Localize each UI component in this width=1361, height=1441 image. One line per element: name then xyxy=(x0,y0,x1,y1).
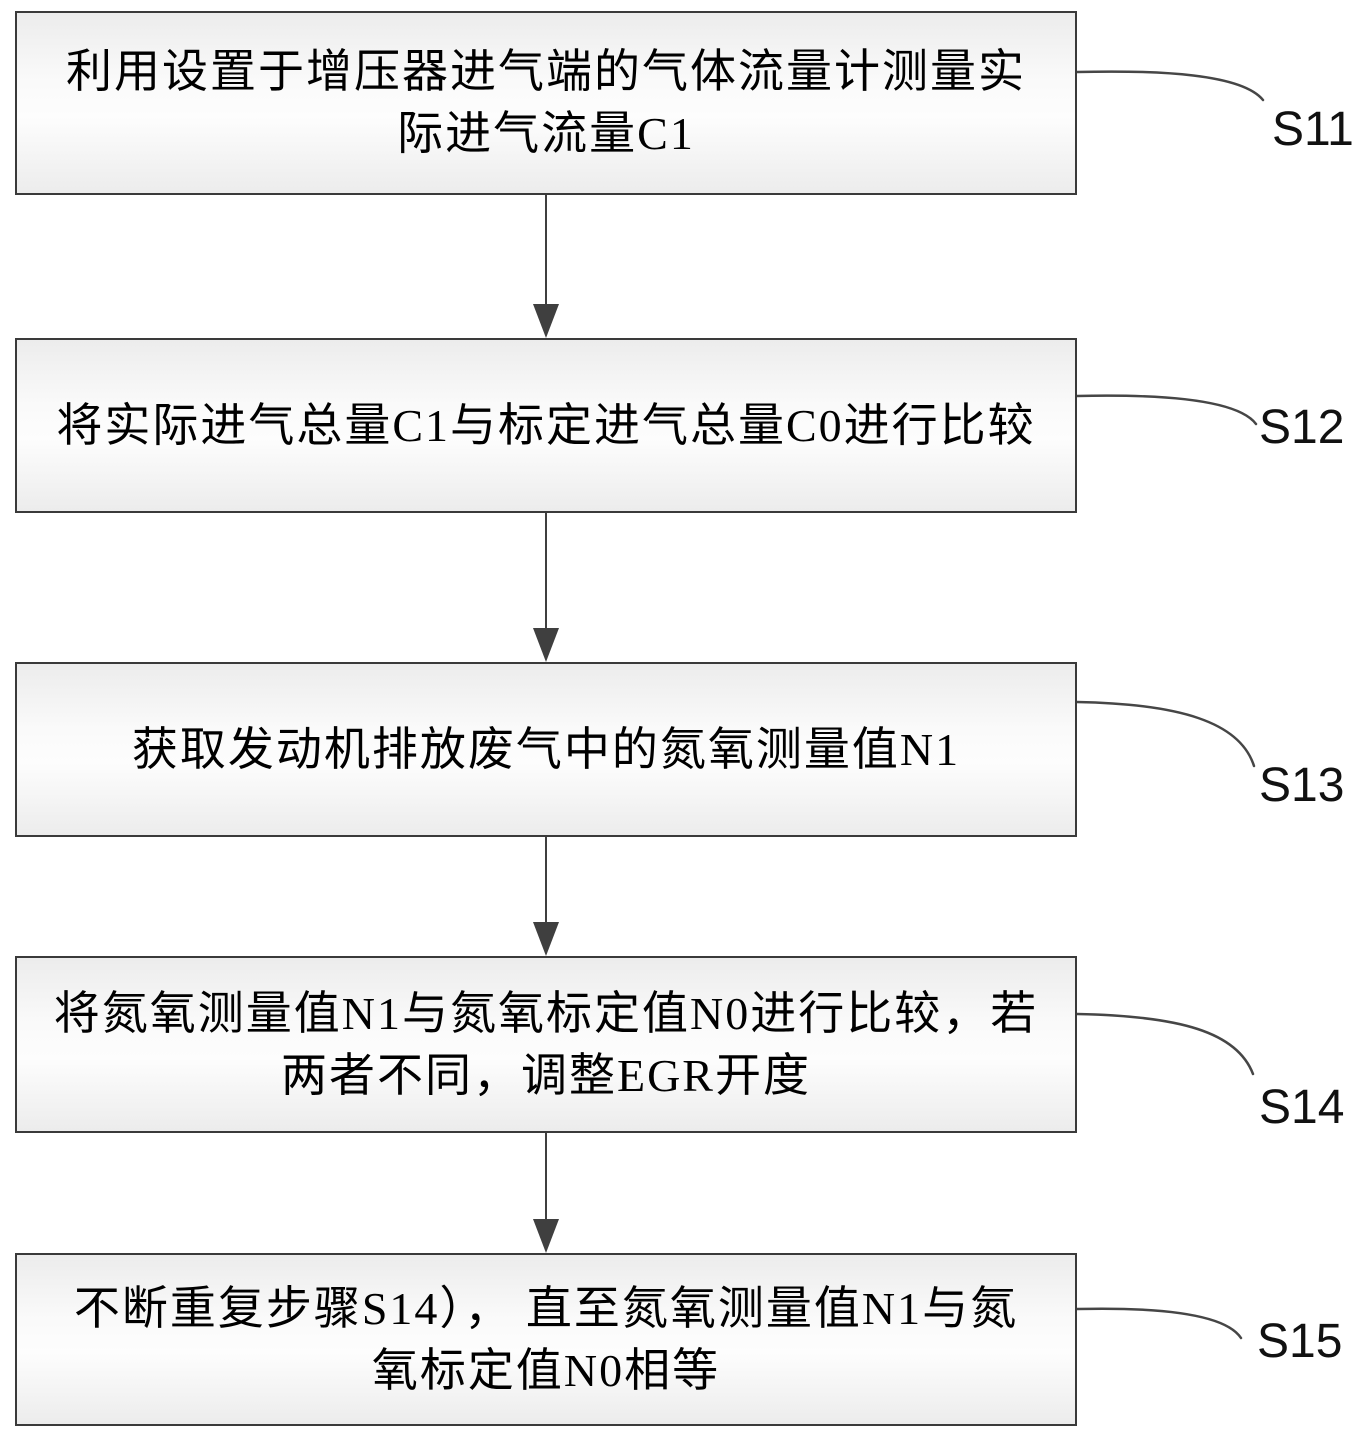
step-text-line: 氧标定值N0相等 xyxy=(371,1344,721,1396)
step-text-s14: 将氮氧测量值N1与氮氧标定值N0进行比较，若 两者不同，调整EGR开度 xyxy=(54,983,1038,1107)
step-label-s15: S15 xyxy=(1257,1315,1343,1368)
step-box-s13: 获取发动机排放废气中的氮氧测量值N1 xyxy=(15,662,1077,837)
connector-curve-s11 xyxy=(1075,70,1265,102)
flow-arrow-4 xyxy=(533,1133,559,1253)
step-box-s14: 将氮氧测量值N1与氮氧标定值N0进行比较，若 两者不同，调整EGR开度 xyxy=(15,956,1077,1133)
step-text-line: 两者不同，调整EGR开度 xyxy=(280,1049,811,1101)
connector-curve-s12 xyxy=(1075,394,1258,426)
step-text-s12: 将实际进气总量C1与标定进气总量C0进行比较 xyxy=(56,395,1035,457)
step-text-s11: 利用设置于增压器进气端的气体流量计测量实 际进气流量C1 xyxy=(66,41,1026,165)
step-text-s15: 不断重复步骤S14）， 直至氮氧测量值N1与氮 氧标定值N0相等 xyxy=(74,1278,1018,1402)
step-box-s12: 将实际进气总量C1与标定进气总量C0进行比较 xyxy=(15,338,1077,513)
step-text-line: 际进气流量C1 xyxy=(397,108,695,159)
connector-curve-s13 xyxy=(1075,700,1256,768)
step-text-line: 将氮氧测量值N1与氮氧标定值N0进行比较，若 xyxy=(53,987,1039,1039)
step-box-s11: 利用设置于增压器进气端的气体流量计测量实 际进气流量C1 xyxy=(15,11,1077,195)
step-text-line: 不断重复步骤S14）， 直至氮氧测量值N1与氮 xyxy=(73,1282,1019,1334)
connector-curve-s15 xyxy=(1075,1307,1243,1340)
step-label-s13: S13 xyxy=(1259,759,1345,812)
step-text-s13: 获取发动机排放废气中的氮氧测量值N1 xyxy=(132,719,960,781)
step-text-line: 利用设置于增压器进气端的气体流量计测量实 xyxy=(66,46,1026,97)
step-label-s11: S11 xyxy=(1272,103,1354,156)
flow-arrow-1 xyxy=(533,195,559,338)
step-text-line: 获取发动机排放废气中的氮氧测量值N1 xyxy=(131,723,961,775)
flow-arrow-3 xyxy=(533,837,559,956)
step-label-s12: S12 xyxy=(1259,401,1345,454)
step-label-s14: S14 xyxy=(1259,1081,1345,1134)
connector-curve-s14 xyxy=(1075,1012,1255,1076)
step-box-s15: 不断重复步骤S14）， 直至氮氧测量值N1与氮 氧标定值N0相等 xyxy=(15,1253,1077,1426)
step-text-line: 将实际进气总量C1与标定进气总量C0进行比较 xyxy=(56,399,1036,451)
flow-arrow-2 xyxy=(533,513,559,662)
